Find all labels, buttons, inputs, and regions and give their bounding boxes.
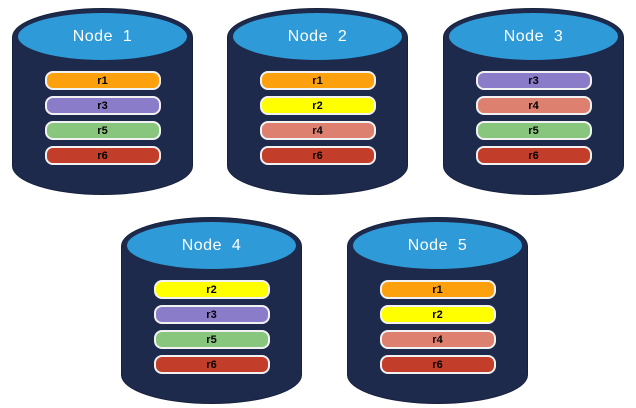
replica-label: r5 <box>206 333 217 346</box>
replica-list: r1 r3 r5 r6 <box>12 71 193 165</box>
replica-label: r2 <box>312 99 323 112</box>
replica-bar-r6: r6 <box>44 146 161 165</box>
replica-label: r6 <box>312 149 323 162</box>
database-node-1: Node 1 r1 r3 r5 r6 <box>12 8 193 195</box>
node-title: Node 2 <box>287 27 348 45</box>
replica-bar-r4: r4 <box>379 330 496 349</box>
replica-label: r6 <box>528 149 539 162</box>
database-node-5: Node 5 r1 r2 r4 r6 <box>347 217 528 404</box>
database-node-4: Node 4 r2 r3 r5 r6 <box>121 217 302 404</box>
cylinder-top-ellipse: Node 4 <box>124 219 299 272</box>
replica-label: r2 <box>432 308 443 321</box>
replica-list: r1 r2 r4 r6 <box>347 280 528 374</box>
replica-label: r4 <box>312 124 323 137</box>
replica-bar-r1: r1 <box>259 71 376 90</box>
replica-label: r3 <box>206 308 217 321</box>
replica-label: r6 <box>97 149 108 162</box>
replica-label: r4 <box>432 333 443 346</box>
replica-bar-r6: r6 <box>259 146 376 165</box>
node-title: Node 3 <box>503 27 564 45</box>
replica-label: r1 <box>432 283 443 296</box>
replica-bar-r1: r1 <box>379 280 496 299</box>
replica-bar-r2: r2 <box>259 96 376 115</box>
replica-bar-r3: r3 <box>44 96 161 115</box>
replica-bar-r3: r3 <box>475 71 592 90</box>
replica-bar-r4: r4 <box>259 121 376 140</box>
replica-label: r6 <box>432 358 443 371</box>
replica-label: r2 <box>206 283 217 296</box>
replica-label: r1 <box>97 74 108 87</box>
replica-bar-r4: r4 <box>475 96 592 115</box>
replica-bar-r2: r2 <box>379 305 496 324</box>
replica-bar-r5: r5 <box>153 330 270 349</box>
replica-bar-r6: r6 <box>153 355 270 374</box>
replica-list: r3 r4 r5 r6 <box>443 71 624 165</box>
cylinder-top-ellipse: Node 1 <box>15 10 190 63</box>
node-title: Node 1 <box>72 27 133 45</box>
replica-bar-r3: r3 <box>153 305 270 324</box>
replica-label: r3 <box>97 99 108 112</box>
replica-list: r2 r3 r5 r6 <box>121 280 302 374</box>
replica-bar-r6: r6 <box>475 146 592 165</box>
replica-bar-r1: r1 <box>44 71 161 90</box>
cylinder-top-ellipse: Node 2 <box>230 10 405 63</box>
replica-label: r4 <box>528 99 539 112</box>
database-node-2: Node 2 r1 r2 r4 r6 <box>227 8 408 195</box>
cylinder-top-ellipse: Node 3 <box>446 10 621 63</box>
cylinder-top-ellipse: Node 5 <box>350 219 525 272</box>
replica-bar-r5: r5 <box>44 121 161 140</box>
replica-label: r1 <box>312 74 323 87</box>
node-title: Node 4 <box>181 236 242 254</box>
replica-list: r1 r2 r4 r6 <box>227 71 408 165</box>
database-node-3: Node 3 r3 r4 r5 r6 <box>443 8 624 195</box>
replica-bar-r6: r6 <box>379 355 496 374</box>
replica-label: r6 <box>206 358 217 371</box>
replica-bar-r2: r2 <box>153 280 270 299</box>
replica-label: r5 <box>97 124 108 137</box>
replica-bar-r5: r5 <box>475 121 592 140</box>
replica-label: r5 <box>528 124 539 137</box>
node-title: Node 5 <box>407 236 468 254</box>
replica-label: r3 <box>528 74 539 87</box>
